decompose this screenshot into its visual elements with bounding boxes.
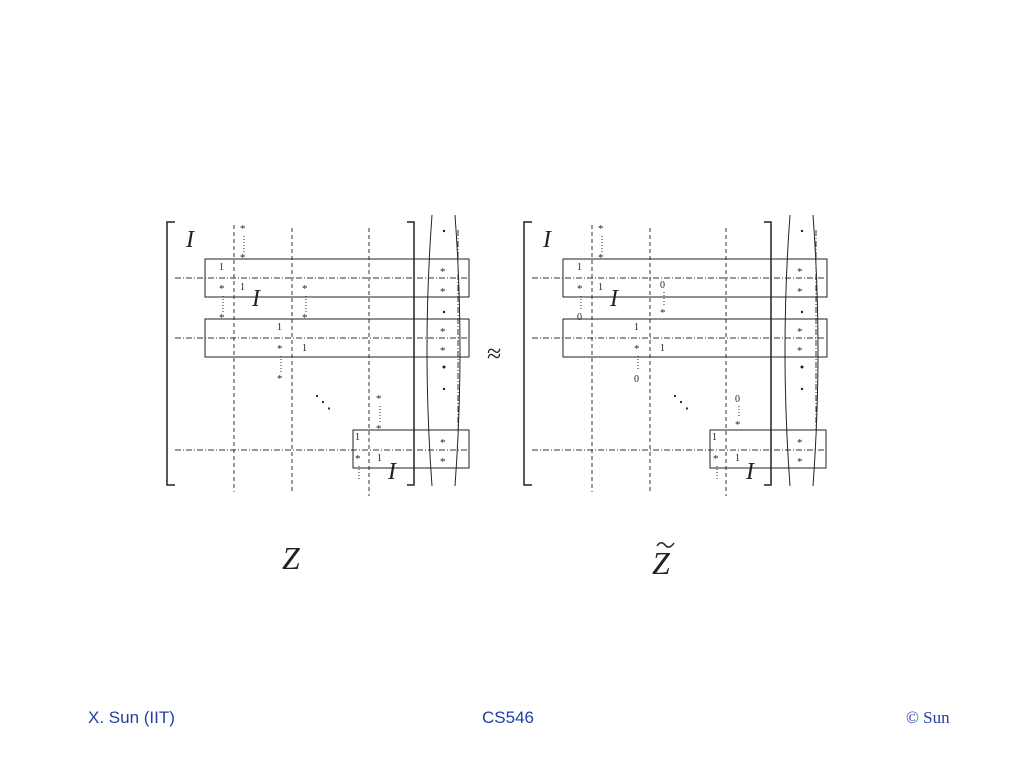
block-row-1 — [204, 258, 470, 298]
one: 1 — [377, 453, 382, 464]
star: * — [797, 286, 803, 298]
dot — [800, 229, 804, 233]
star: * — [735, 419, 741, 431]
one: 1 — [634, 322, 639, 333]
star: * — [598, 223, 604, 235]
one: 1 — [660, 343, 665, 354]
left-bracket — [166, 221, 175, 486]
one: 1 — [577, 262, 582, 273]
identity-1: I — [185, 227, 195, 253]
vector-right-paren — [454, 214, 461, 487]
matrix-z-tilde: I I I * * 1 * 1 0 0 * 1 * 1 0 ⋱ 0 * 1 * … — [523, 214, 828, 496]
zero: 0 — [634, 374, 639, 385]
star: * — [240, 223, 246, 235]
star: * — [797, 456, 803, 468]
dot — [800, 387, 804, 391]
dot — [442, 387, 446, 391]
dot — [442, 229, 446, 233]
block-row-1 — [562, 258, 828, 298]
dot — [800, 365, 804, 369]
left-bracket — [523, 221, 532, 486]
vector-left-paren — [426, 214, 433, 487]
star: * — [440, 286, 446, 298]
dot — [442, 365, 446, 369]
one: 1 — [735, 453, 740, 464]
label-z: Z — [282, 540, 301, 576]
star: * — [376, 393, 382, 405]
zero: 0 — [577, 312, 582, 323]
star: * — [713, 453, 719, 465]
block-row-2 — [204, 318, 470, 358]
vector-left-paren — [784, 214, 791, 487]
one: 1 — [355, 432, 360, 443]
star: * — [797, 345, 803, 357]
approx-symbol: ≈ — [487, 339, 501, 368]
one: 1 — [712, 432, 717, 443]
dot — [800, 310, 804, 314]
star: * — [440, 437, 446, 449]
star: * — [376, 423, 382, 435]
right-bracket — [764, 221, 772, 486]
star: * — [240, 252, 246, 264]
star: * — [219, 283, 225, 295]
star: * — [797, 437, 803, 449]
star: * — [440, 326, 446, 338]
one: 1 — [240, 282, 245, 293]
identity-2: I — [251, 286, 261, 312]
star: * — [355, 453, 361, 465]
right-bracket — [407, 221, 415, 486]
star: * — [797, 266, 803, 278]
identity-1: I — [542, 227, 552, 253]
vector-right-paren — [812, 214, 819, 487]
star: * — [440, 345, 446, 357]
footer-author: X. Sun (IIT) — [88, 708, 175, 727]
one: 1 — [302, 343, 307, 354]
diagonal-dots: ⋱ — [314, 392, 332, 412]
zero: 0 — [660, 280, 665, 291]
star: * — [577, 283, 583, 295]
identity-3: I — [745, 459, 755, 485]
star: * — [440, 266, 446, 278]
one: 1 — [598, 282, 603, 293]
star: * — [660, 307, 666, 319]
star: * — [219, 312, 225, 324]
identity-2: I — [609, 286, 619, 312]
tilde-mark — [656, 542, 675, 548]
label-z-tilde: Z — [652, 545, 671, 581]
dot — [442, 310, 446, 314]
star: * — [797, 326, 803, 338]
star: * — [277, 343, 283, 355]
star: * — [302, 283, 308, 295]
footer-course: CS546 — [482, 708, 534, 727]
star: * — [598, 252, 604, 264]
matrix-z: I I I * * 1 * 1 * * * 1 * 1 * ⋱ * * 1 * … — [166, 214, 470, 496]
star: * — [634, 343, 640, 355]
one: 1 — [219, 262, 224, 273]
one: 1 — [277, 322, 282, 333]
star: * — [440, 456, 446, 468]
star: * — [277, 373, 283, 385]
footer-copyright: © Sun — [906, 708, 950, 727]
zero: 0 — [735, 394, 740, 405]
block-row-3 — [709, 429, 827, 469]
star: * — [302, 312, 308, 324]
diagonal-dots: ⋱ — [672, 392, 690, 412]
block-row-3 — [352, 429, 470, 469]
block-row-2 — [562, 318, 828, 358]
identity-3: I — [387, 459, 397, 485]
